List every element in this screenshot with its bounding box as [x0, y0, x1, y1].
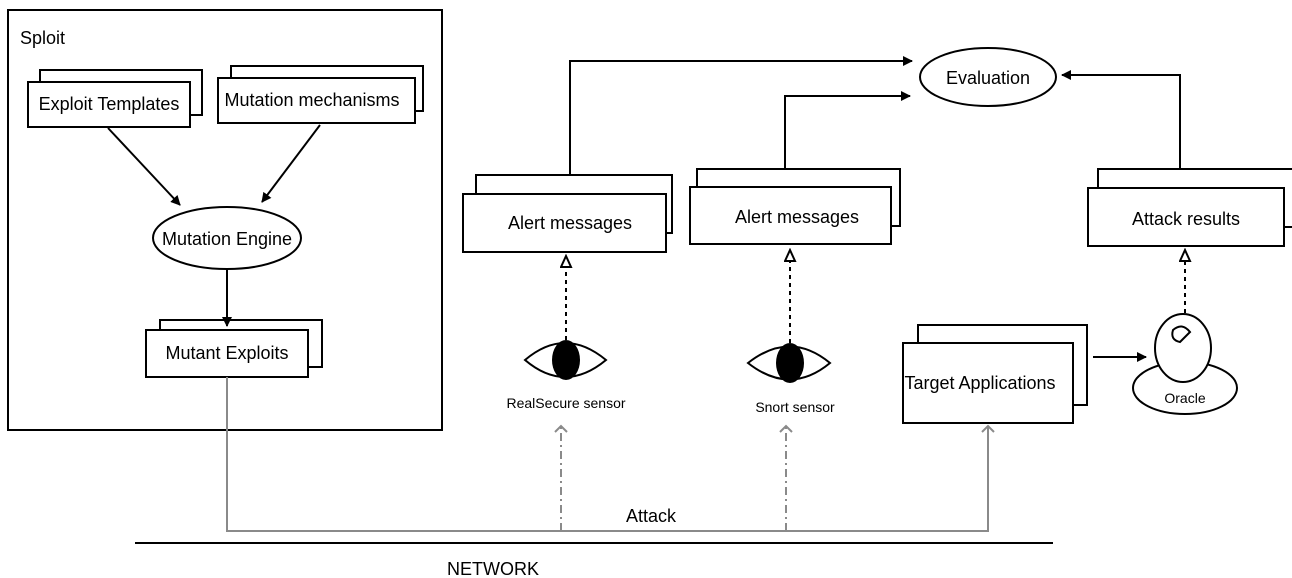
- attack-path: [226, 377, 995, 532]
- alert-messages-node-1: Alert messages: [462, 174, 673, 253]
- edge-templates-to-engine: [107, 127, 181, 206]
- exploit-templates-label: Exploit Templates: [39, 94, 180, 114]
- mutation-engine-label: Mutation Engine: [162, 229, 292, 249]
- mutant-exploits-node: Mutant Exploits: [145, 319, 323, 378]
- exploit-templates-node: Exploit Templates: [27, 69, 203, 128]
- alert-messages-2-label: Alert messages: [735, 207, 859, 227]
- evaluation-node: Evaluation: [919, 47, 1057, 107]
- mutation-mechanisms-node: Mutation mechanisms: [217, 65, 424, 124]
- mutant-exploits-label: Mutant Exploits: [165, 343, 288, 363]
- target-applications-label: Target Applications: [904, 373, 1055, 393]
- oracle-label: Oracle: [1164, 390, 1205, 406]
- eye-icon: [523, 340, 608, 380]
- alert-messages-node-2: Alert messages: [689, 168, 901, 245]
- snort-sensor-label: Snort sensor: [755, 399, 835, 415]
- mutation-engine-node: Mutation Engine: [152, 206, 302, 270]
- eye-icon: [746, 343, 832, 383]
- realsecure-sensor-label: RealSecure sensor: [506, 395, 625, 411]
- attack-results-node: Attack results: [1087, 168, 1292, 247]
- attack-label: Attack: [626, 506, 677, 526]
- edge-alerts1-to-evaluation: [569, 56, 913, 175]
- edge-mechanisms-to-engine: [261, 124, 321, 203]
- mutation-mechanisms-label: Mutation mechanisms: [224, 90, 399, 110]
- alert-messages-1-label: Alert messages: [508, 213, 632, 233]
- attack-results-label: Attack results: [1132, 209, 1240, 229]
- evaluation-label: Evaluation: [946, 68, 1030, 88]
- edge-alerts2-to-evaluation: [784, 91, 911, 169]
- network-label: NETWORK: [447, 559, 539, 578]
- edge-results-to-evaluation: [1061, 70, 1181, 169]
- sploit-title: Sploit: [20, 28, 65, 48]
- oracle-icon: [1132, 313, 1238, 415]
- target-applications-node: Target Applications: [902, 324, 1088, 424]
